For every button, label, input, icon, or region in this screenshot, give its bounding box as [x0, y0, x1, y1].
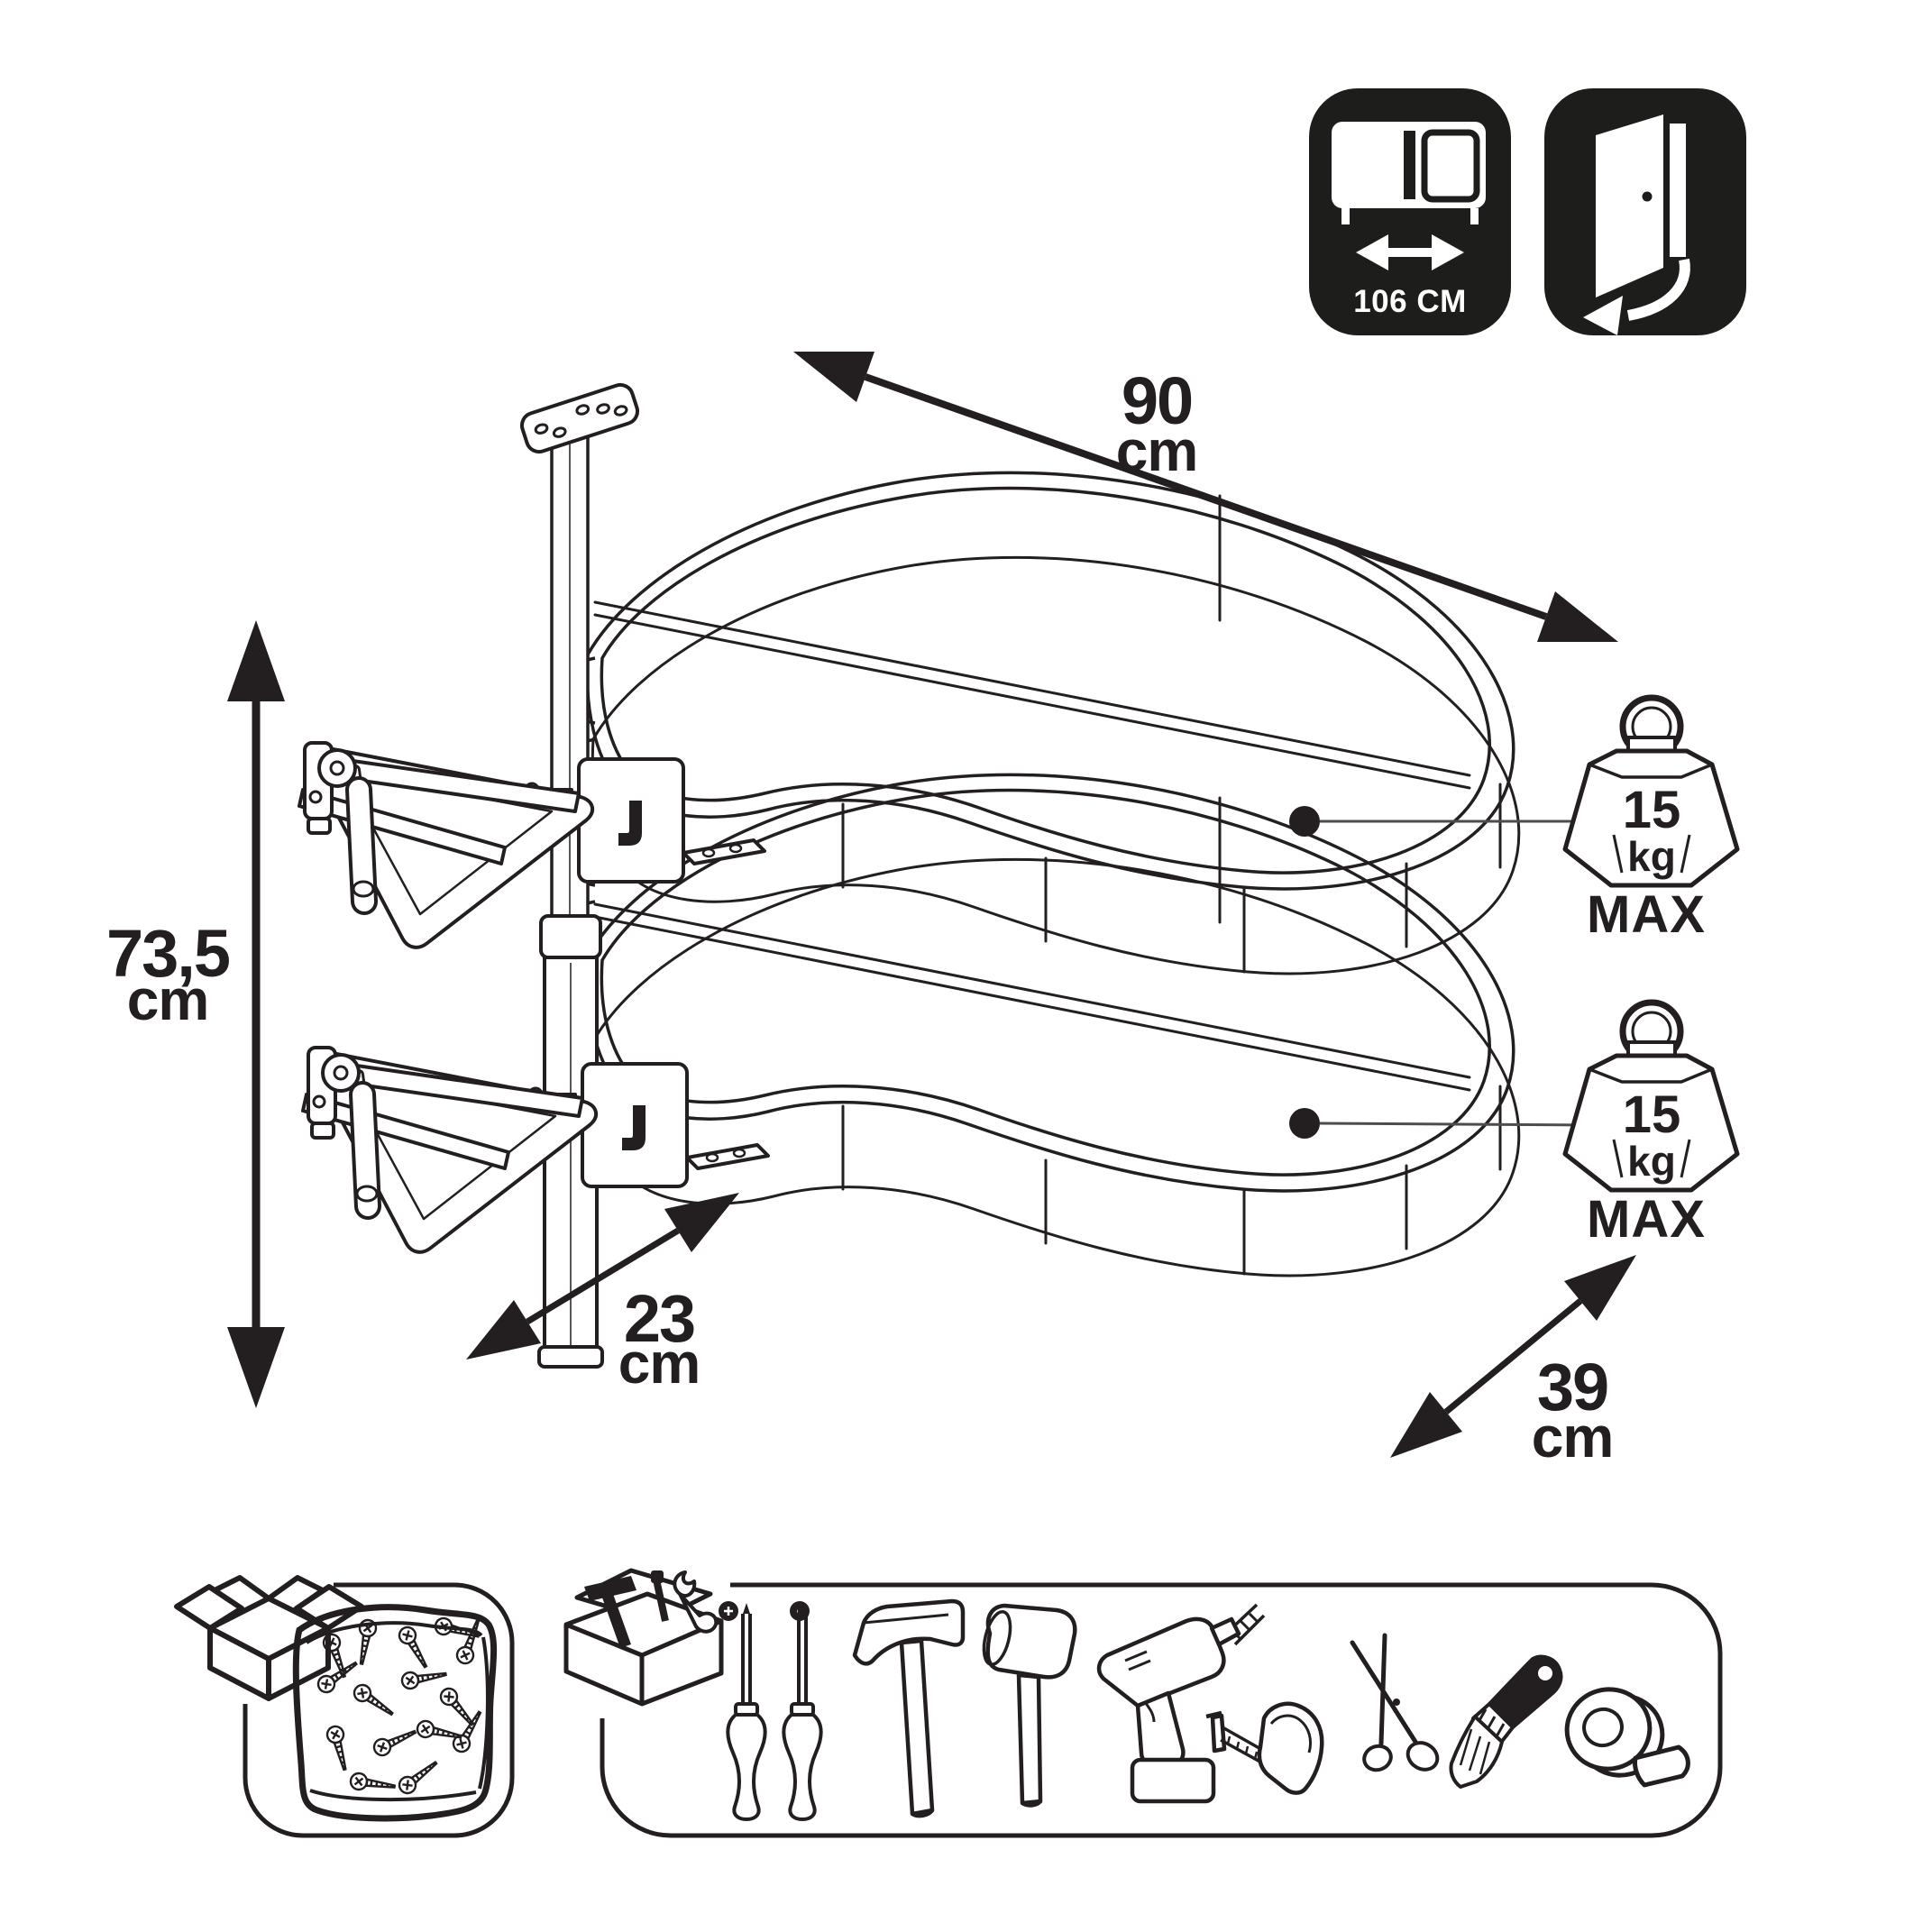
hammer-icon	[852, 1598, 966, 1818]
upper-basket-dot	[1289, 806, 1320, 837]
depth-diagonal-unit: cm	[1116, 418, 1198, 483]
cabinet-width-label: 106 CM	[1353, 284, 1467, 319]
screws-bag-icon	[292, 1604, 498, 1822]
upper-load-value: 15	[1623, 781, 1681, 839]
arrowhead-icon	[1390, 1392, 1462, 1458]
dimension-73-5cm: 73,5 cm	[106, 620, 285, 1408]
lower-load-value: 15	[1623, 1085, 1681, 1144]
included-hardware-panel	[173, 1567, 515, 1838]
basket-depth-value: 23	[624, 1281, 694, 1356]
upper-load-unit: kg	[1627, 833, 1676, 880]
mallet-icon	[982, 1603, 1077, 1808]
dimension-90cm: 90 cm	[793, 352, 1618, 642]
arrowhead-icon	[1537, 591, 1618, 642]
cabinet-width-badge: 106 CM	[1309, 88, 1511, 335]
phillips-screwdriver-icon	[719, 1601, 767, 1821]
toolbox-icon	[563, 1568, 724, 1707]
lower-basket-dot	[1289, 1108, 1320, 1139]
paint-brush-icon	[1449, 1654, 1563, 1789]
door-opening-badge	[1544, 88, 1746, 335]
weight-max-icon-lower: 15 kg MAX	[1562, 999, 1740, 1249]
dimension-39cm: 39 cm	[1390, 1255, 1636, 1470]
upper-load-max: MAX	[1587, 885, 1706, 944]
arrowhead-icon	[227, 1327, 285, 1408]
basket-width-unit: cm	[1532, 1405, 1614, 1470]
cabinet-width-icon	[1332, 122, 1486, 270]
door-swing-icon	[1583, 114, 1690, 335]
flat-screwdriver-icon	[782, 1601, 823, 1821]
load-leader-lower	[1289, 1108, 1598, 1139]
upper-basket	[585, 471, 1521, 975]
basket-width-value: 39	[1537, 1350, 1607, 1424]
tape-roll-icon	[1564, 1687, 1690, 1788]
load-leader-upper	[1289, 806, 1598, 837]
arrowhead-icon	[664, 1193, 739, 1252]
dimension-23cm: 23 cm	[466, 1193, 739, 1396]
required-tools-panel	[548, 1563, 1723, 1838]
mounting-post	[537, 415, 604, 1369]
height-unit: cm	[127, 967, 209, 1032]
corner-pullout-illustration	[299, 382, 1521, 1369]
weight-max-icon-upper: 15 kg MAX	[1562, 694, 1740, 944]
lower-load-unit: kg	[1627, 1138, 1676, 1185]
arrowhead-icon	[1564, 1255, 1636, 1321]
arrowhead-icon	[793, 352, 874, 402]
basket-depth-unit: cm	[618, 1331, 700, 1396]
tape-measure-icon	[1205, 1701, 1324, 1795]
lower-load-max: MAX	[1587, 1190, 1706, 1249]
upper-hinge-mechanism	[299, 743, 765, 948]
mounting-plate	[519, 382, 640, 454]
scissors-icon	[1350, 1633, 1440, 1772]
height-value: 73,5	[106, 916, 230, 991]
arrowhead-icon	[466, 1300, 541, 1360]
drill-icon	[1096, 1603, 1266, 1804]
arrowhead-icon	[227, 620, 285, 701]
depth-diagonal-value: 90	[1122, 363, 1192, 438]
